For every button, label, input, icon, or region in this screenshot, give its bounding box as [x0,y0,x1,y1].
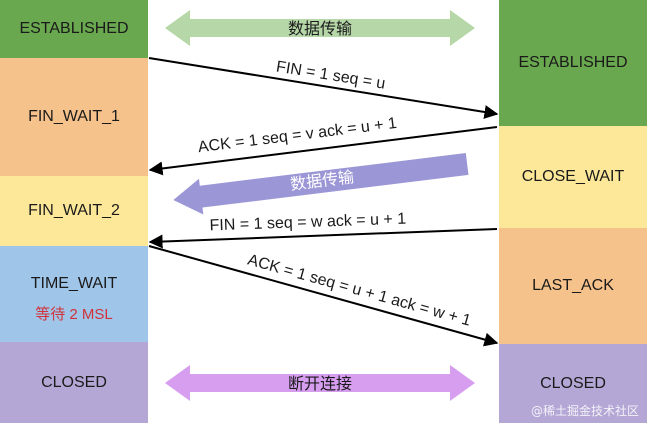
server-state-last-ack: LAST_ACK [499,228,647,344]
client-state-established: ESTABLISHED [0,0,148,58]
client-state-label: TIME_WAIT [30,274,118,292]
server-state-established: ESTABLISHED [499,0,647,126]
server-state-closed: CLOSED [499,344,647,423]
client-state-label: CLOSED [41,373,107,391]
server-state-label: CLOSE_WAIT [521,168,625,185]
server-state-label: LAST_ACK [532,277,614,294]
client-state-time-wait: TIME_WAIT 等待 2 MSL [0,246,148,342]
server-state-label: ESTABLISHED [518,54,628,71]
client-state-closed: CLOSED [0,342,148,423]
server-state-close-wait: CLOSE_WAIT [499,126,647,228]
client-state-fin-wait-1: FIN_WAIT_1 [0,58,148,176]
client-state-label: FIN_WAIT_1 [28,108,120,125]
final-ack-segment-arrow [148,245,499,347]
data-transfer-banner-top [165,10,475,46]
data-transfer-banner-middle [173,153,469,215]
server-state-label: CLOSED [540,374,606,392]
fin-segment-arrow [148,57,499,119]
ack-segment-arrow [148,126,498,176]
final-ack-segment-label: ACK = 1 seq = u + 1 ack = w + 1 [246,252,473,330]
server-fin-segment-arrow [148,228,498,249]
client-state-label: FIN_WAIT_2 [28,202,120,219]
watermark: @稀土掘金技术社区 [530,404,639,418]
disconnect-banner-bottom [165,365,475,401]
client-state-fin-wait-2: FIN_WAIT_2 [0,176,148,246]
ack-segment-label: ACK = 1 seq = v ack = u + 1 [197,115,398,156]
time-wait-duration-note: 等待 2 MSL [35,305,113,323]
server-fin-segment-label: FIN = 1 seq = w ack = u + 1 [209,211,406,235]
disconnect-banner-bottom-label: 断开连接 [288,375,352,393]
client-state-label: ESTABLISHED [19,20,129,37]
data-transfer-banner-top-label: 数据传输 [288,20,352,38]
